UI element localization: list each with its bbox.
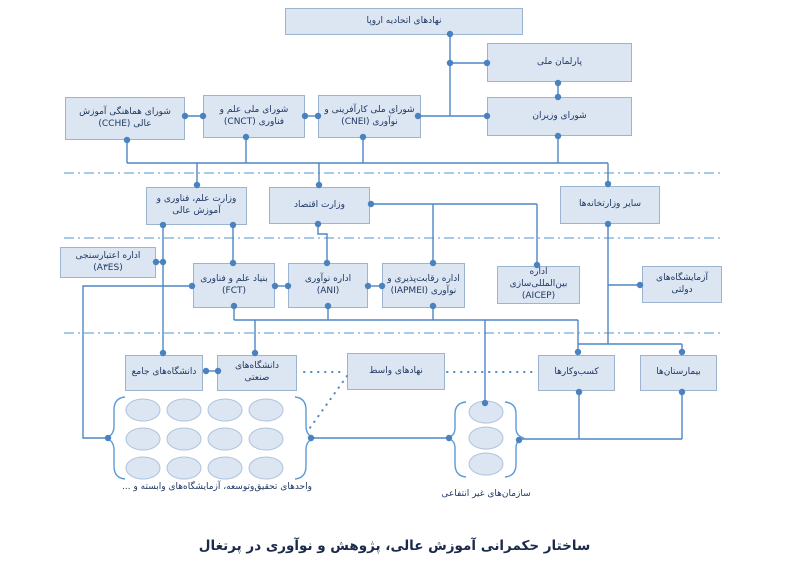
node-cnct: شورای ملی علم و فناوری (CNCT) — [203, 95, 305, 138]
node-cche: شورای هماهنگی آموزش عالی (CCHE) — [65, 97, 185, 140]
node-fct-foundation: بنیاد علم و فناوری (FCT) — [193, 263, 275, 308]
node-technical-universities: دانشگاه‌های صنعتی — [217, 355, 297, 391]
node-council-of-ministers: شورای وزیران — [487, 97, 632, 136]
node-government-labs-label: آزمایشگاه‌های دولتی — [656, 272, 708, 295]
node-ani-agency-label: اداره نوآوری (ANI) — [304, 273, 352, 296]
node-intermediary-institutions: نهادهای واسط — [347, 353, 445, 390]
node-mctes-ministry-label: وزارت علم، فناوری و آموزش عالی — [156, 194, 237, 216]
curly-braces — [104, 396, 525, 480]
node-national-parliament-label: پارلمان ملی — [536, 56, 583, 67]
node-economy-ministry-label: وزارت اقتصاد — [294, 199, 345, 210]
node-businesses-label: کسب‌وکارها — [554, 367, 599, 378]
node-comprehensive-universities: دانشگاه‌های جامع — [125, 355, 203, 391]
rd-units-ellipse-grid — [125, 398, 284, 480]
node-iapmei-agency-label: اداره رقابت‌پذیری و نوآوری (IAPMEI) — [387, 273, 460, 296]
node-eu-institutions-label: نهادهای اتحادیه اروپا — [366, 15, 442, 26]
node-mctes-ministry: وزارت علم، فناوری و آموزش عالی — [146, 187, 247, 225]
node-council-of-ministers-label: شورای وزیران — [532, 110, 587, 121]
label-nonprofit-orgs: سازمان‌های غیر انتفاعی — [441, 489, 531, 499]
node-cnei: شورای ملی کارآفرینی و نوآوری (CNEI) — [318, 95, 421, 138]
node-cnct-label: شورای ملی علم و فناوری (CNCT) — [219, 104, 289, 127]
node-cnei-label: شورای ملی کارآفرینی و نوآوری (CNEI) — [324, 104, 415, 127]
node-a3es-agency: اداره اعتبارسنجی (A۳ES) — [60, 247, 156, 278]
diagram-caption: ساختار حکمرانی آموزش عالی، پژوهش و نوآور… — [198, 538, 591, 554]
node-aicep-agency: اداره بین‌المللی‌سازی (AICEP) — [497, 266, 580, 304]
node-other-ministries: سایر وزارتخانه‌ها — [560, 186, 660, 224]
node-aicep-agency-label: اداره بین‌المللی‌سازی (AICEP) — [509, 267, 568, 301]
node-eu-institutions: نهادهای اتحادیه اروپا — [285, 8, 523, 35]
node-comprehensive-universities-label: دانشگاه‌های جامع — [131, 367, 197, 378]
node-hospitals-label: بیمارستان‌ها — [656, 367, 701, 378]
node-government-labs: آزمایشگاه‌های دولتی — [642, 266, 722, 303]
node-national-parliament: پارلمان ملی — [487, 43, 632, 82]
node-cche-label: شورای هماهنگی آموزش عالی (CCHE) — [79, 106, 171, 129]
node-iapmei-agency: اداره رقابت‌پذیری و نوآوری (IAPMEI) — [382, 263, 465, 308]
node-intermediary-institutions-label: نهادهای واسط — [369, 365, 423, 376]
nonprofit-ellipse-stack — [468, 400, 504, 476]
node-fct-foundation-label: بنیاد علم و فناوری (FCT) — [200, 273, 268, 296]
node-other-ministries-label: سایر وزارتخانه‌ها — [578, 199, 642, 210]
node-businesses: کسب‌وکارها — [538, 355, 615, 391]
node-economy-ministry: وزارت اقتصاد — [269, 187, 370, 224]
node-a3es-agency-label: اداره اعتبارسنجی (A۳ES) — [75, 250, 141, 273]
node-ani-agency: اداره نوآوری (ANI) — [288, 263, 368, 308]
node-hospitals: بیمارستان‌ها — [640, 355, 717, 391]
node-technical-universities-label: دانشگاه‌های صنعتی — [234, 361, 279, 383]
label-rd-units: واحدهای تحقیق‌وتوسعه، آزمایشگاه‌های وابس… — [122, 482, 312, 492]
